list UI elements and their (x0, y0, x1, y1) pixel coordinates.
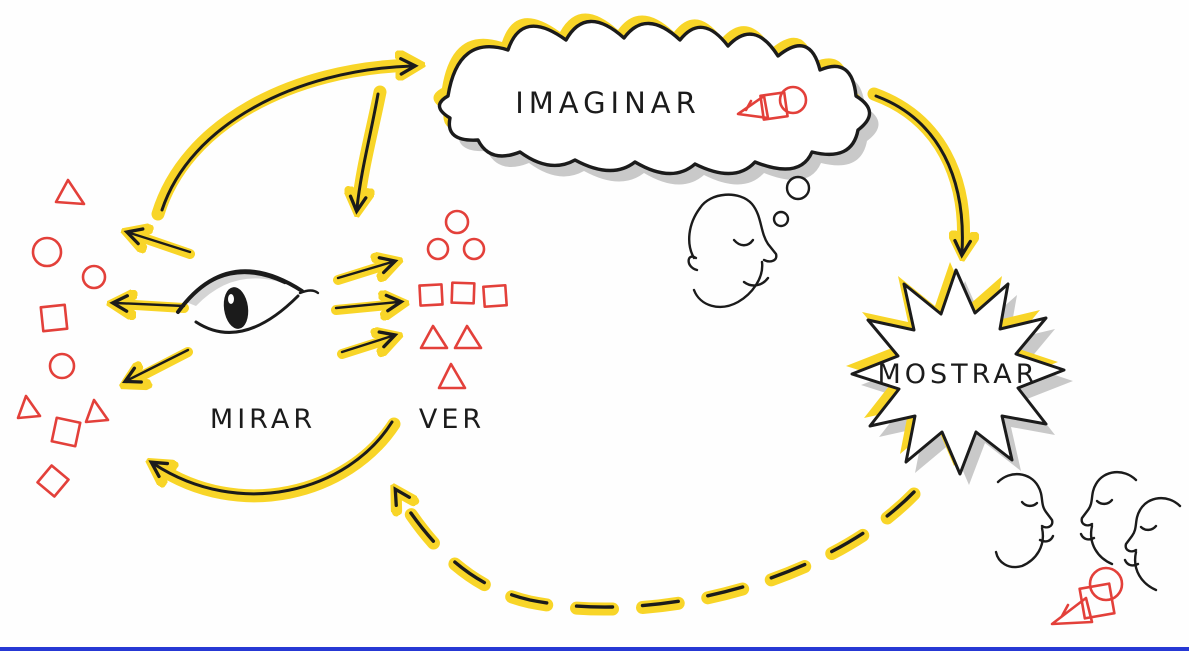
red-shape-circle (444, 209, 470, 235)
arrow-highlight (130, 347, 193, 382)
red-shape-triangle (54, 178, 86, 206)
thought-cloud: IMAGINAR (433, 13, 879, 185)
screen-bottom-edge (0, 647, 1189, 651)
face-jaw (1133, 550, 1158, 592)
thought-bubble (772, 210, 790, 228)
mostrar-burst: MOSTRAR (846, 262, 1073, 485)
thought-bubble (785, 175, 811, 201)
arc-to-cloud (151, 57, 419, 221)
red-cone (736, 94, 770, 120)
arrow (109, 294, 186, 313)
shown-shape (1050, 566, 1124, 626)
face-smile (742, 276, 770, 287)
red-shape-triangle (419, 324, 449, 350)
face-profile (1080, 471, 1138, 527)
red-shape-circle (426, 237, 450, 261)
arrow (160, 57, 419, 212)
red-shape-circle (462, 237, 486, 261)
burst-outline (850, 268, 1066, 476)
face-eye (1139, 524, 1158, 532)
red-shape-square (450, 281, 476, 305)
thought-bubbles (772, 175, 811, 228)
audience-face-right-2 (1123, 497, 1182, 592)
ver-label: VER (419, 404, 485, 435)
red-cone-stripe (1060, 603, 1070, 618)
red-circle (778, 85, 808, 115)
red-circle (1088, 566, 1124, 602)
ver-arrows (331, 256, 405, 359)
face-eye (1095, 498, 1114, 506)
arrow (348, 92, 380, 215)
red-cone-stripe (744, 99, 753, 112)
red-cone (1050, 596, 1094, 626)
red-shape-square (39, 303, 69, 333)
arrow (336, 256, 399, 280)
arrow (334, 293, 405, 313)
face-closed-eye (732, 238, 755, 247)
arrow (874, 94, 972, 259)
red-shape-circle (31, 236, 63, 268)
face-profile (996, 473, 1054, 529)
arrow (393, 486, 916, 609)
eye-highlight (228, 294, 234, 304)
dashed-return-arrow (393, 486, 921, 616)
eye-pupil (223, 287, 249, 329)
mirar-label: MIRAR (210, 404, 316, 435)
imaginar-label: IMAGINAR (515, 86, 701, 120)
face-jaw (692, 260, 764, 309)
eye-lower-lid (194, 294, 300, 334)
face-ear (687, 255, 699, 272)
eye-lid-crease (190, 271, 287, 297)
red-shape-circle (81, 264, 107, 290)
thinking-face (687, 193, 778, 309)
red-shape-circle (48, 352, 76, 380)
face-jaw (1089, 524, 1114, 566)
face-eye (1020, 500, 1039, 508)
red-square (759, 91, 789, 121)
red-shape-square (482, 283, 508, 309)
imagined-shape (736, 85, 808, 121)
face-profile (698, 193, 778, 263)
eye-drawing (176, 269, 320, 334)
scattered-shapes (16, 178, 110, 498)
mirar-arrows (109, 227, 195, 384)
audience-faces (994, 471, 1182, 626)
return-arrow (148, 417, 401, 503)
red-shape-triangle (16, 394, 42, 420)
face-back (688, 206, 702, 260)
red-shape-diamond (36, 464, 70, 498)
arrow (121, 348, 190, 384)
audience-face-left (994, 473, 1055, 569)
arrow-highlight (337, 338, 392, 359)
eye-corner (298, 289, 320, 295)
arrow (123, 227, 192, 254)
red-shape-triangle (84, 398, 110, 424)
arrow (340, 330, 399, 354)
red-shape-square (50, 416, 82, 448)
red-shape-triangle (453, 324, 483, 350)
eye-upper-lid (176, 269, 304, 314)
red-shape-square (418, 283, 444, 307)
red-shape-triangle (437, 362, 467, 390)
audience-face-right-1 (1079, 471, 1138, 566)
face-jaw (994, 526, 1045, 569)
mostrar-label: MOSTRAR (877, 359, 1038, 390)
arrow-highlight (398, 494, 921, 616)
arrow-cloud-to-mostrar (867, 87, 972, 259)
cloud-outline (437, 19, 872, 176)
organized-shapes (418, 209, 508, 390)
face-profile (1124, 497, 1182, 553)
arrow (148, 420, 394, 496)
